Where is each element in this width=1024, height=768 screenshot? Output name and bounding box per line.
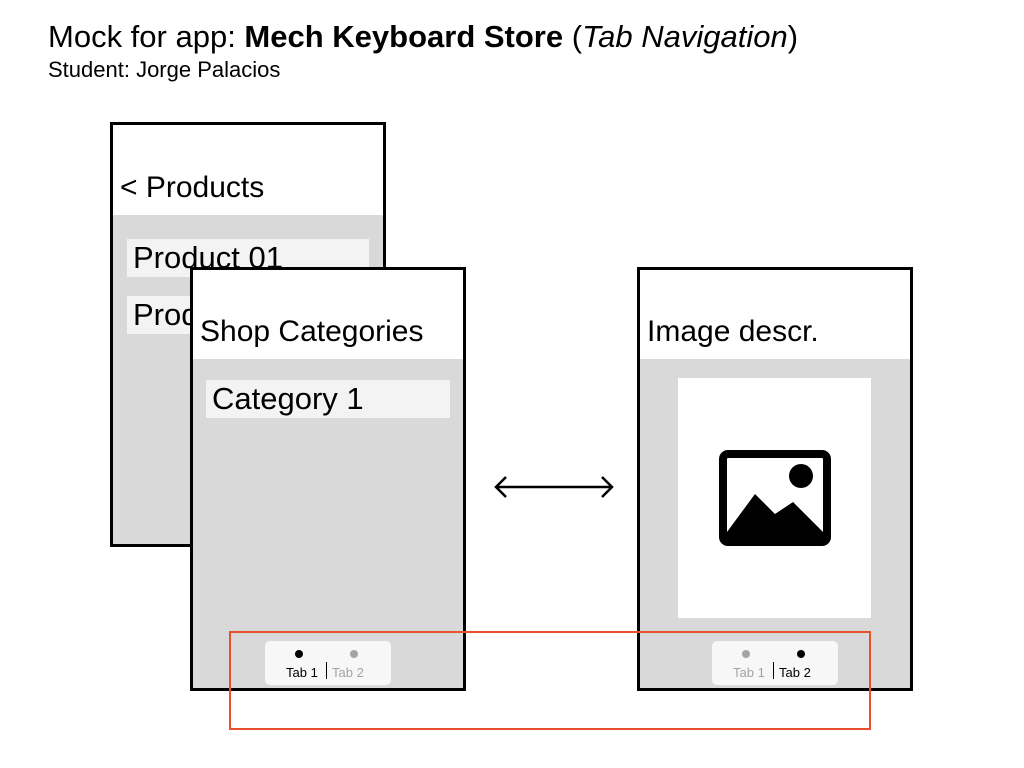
- category-list-item[interactable]: Category 1: [206, 380, 450, 418]
- tab-bar-highlight-box: [229, 631, 871, 730]
- tab-1-indicator-dot: [295, 650, 303, 658]
- image-detail-screen: Image descr. Tab 1 Tab 2: [637, 267, 913, 691]
- tab-separator: [773, 662, 774, 679]
- page-title: Mock for app: Mech Keyboard Store (Tab N…: [48, 18, 798, 56]
- tab-1[interactable]: Tab 1: [733, 665, 765, 680]
- tab-2-indicator-dot: [797, 650, 805, 658]
- tab-separator: [326, 662, 327, 679]
- tab-1-indicator-dot: [742, 650, 750, 658]
- navigation-type: Tab Navigation: [582, 19, 788, 54]
- categories-header: Shop Categories: [193, 270, 463, 359]
- categories-title: Shop Categories: [200, 315, 424, 348]
- tab-bar: Tab 1 Tab 2: [712, 641, 838, 685]
- title-paren-close: ): [787, 19, 799, 54]
- double-arrow-icon: [494, 476, 614, 498]
- image-detail-body: Tab 1 Tab 2: [640, 359, 910, 688]
- tab-2[interactable]: Tab 2: [332, 665, 364, 680]
- categories-list: Category 1 Tab 1 Tab 2: [193, 359, 463, 688]
- title-paren-open: (: [563, 19, 583, 54]
- title-prefix: Mock for app:: [48, 19, 245, 54]
- products-back-title[interactable]: < Products: [120, 171, 265, 204]
- image-card: [678, 378, 871, 618]
- categories-screen: Shop Categories Category 1 Tab 1 Tab 2: [190, 267, 466, 691]
- image-placeholder-icon: [719, 450, 831, 546]
- tab-1[interactable]: Tab 1: [286, 665, 318, 680]
- tab-2-indicator-dot: [350, 650, 358, 658]
- tab-bar: Tab 1 Tab 2: [265, 641, 391, 685]
- image-detail-title: Image descr.: [647, 315, 819, 348]
- tab-2[interactable]: Tab 2: [779, 665, 811, 680]
- image-detail-header: Image descr.: [640, 270, 910, 359]
- app-name: Mech Keyboard Store: [244, 19, 564, 54]
- student-name: Student: Jorge Palacios: [48, 57, 281, 82]
- products-header: < Products: [113, 125, 383, 215]
